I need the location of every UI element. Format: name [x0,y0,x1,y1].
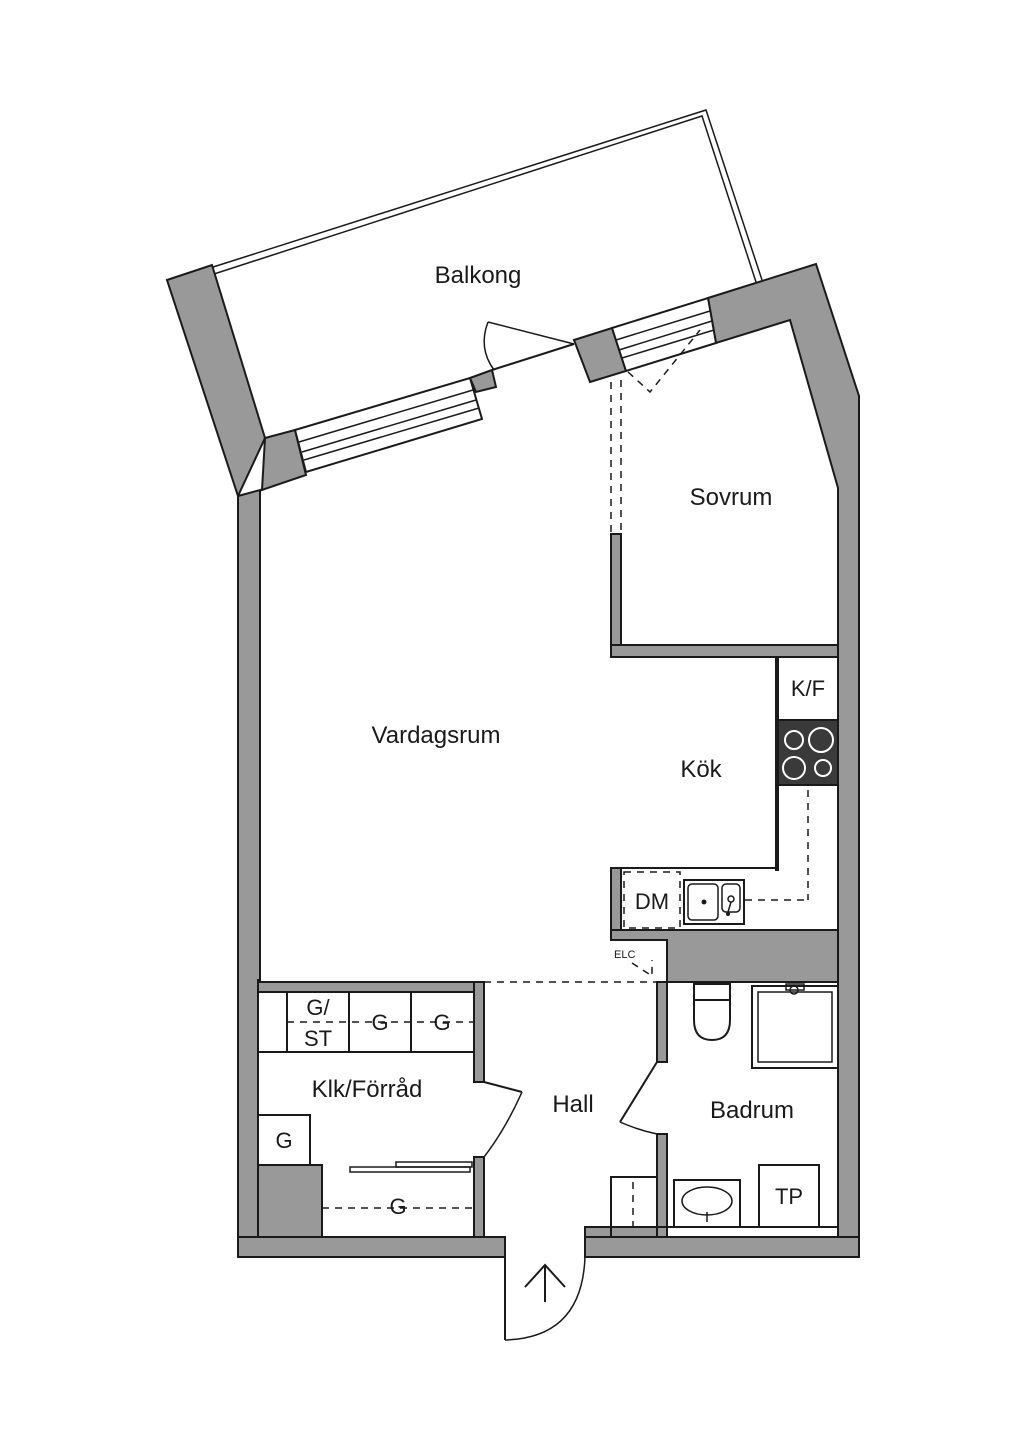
wall-left-outer [237,488,261,1258]
room-label-kitchen: Kök [680,756,722,783]
wall-bath-upper [656,981,668,1063]
stove-burner-icon [784,730,804,750]
room-label-balcony: Balkong [435,262,522,289]
stove-burner-icon [808,727,834,753]
room-label-living: Vardagsrum [372,722,501,749]
wardrobe-label: G [389,1194,406,1219]
room-labels: Balkong Sovrum Vardagsrum Kök Klk/Förråd… [312,262,794,1124]
wardrobe-label: G [275,1128,292,1153]
wardrobe-label: G [433,1010,450,1035]
dishwasher [623,871,681,929]
wall-closet-hall-lower [473,1156,485,1238]
shower [751,985,839,1069]
bedroom-wardrobe-lines [610,380,622,534]
hall-cabinet [610,1176,658,1238]
wash-basin [673,1179,741,1228]
wall-kitchen-floor [610,929,839,983]
wall-bedroom-bottom [610,644,839,658]
kitchen: K/F DM [621,656,839,929]
wall-closet-top [257,981,485,993]
dishwasher-label: DM [635,889,669,914]
stove-burner-icon [814,759,832,777]
wardrobe-small [257,1114,311,1166]
closet: G/ ST G G G G [257,992,523,1238]
wardrobe-drying-label-line1: G/ [306,995,330,1020]
walls [165,262,860,1258]
bathroom: TP [667,981,839,1228]
wall-bath-lower [656,1133,668,1228]
toilet-tank [693,983,731,1001]
wall-bottom-right [584,1236,860,1258]
wall-window-right-stub [468,368,498,394]
room-label-bathroom: Badrum [710,1097,794,1124]
wardrobe-drying-label-line2: ST [304,1026,332,1051]
balcony-outline [209,109,763,283]
electrical-cabinet-label: ELC [614,949,635,961]
toilet-bowl [693,998,731,1042]
windows [293,296,718,474]
room-label-closet: Klk/Förråd [312,1076,423,1103]
wall-bottom-left [237,1236,506,1258]
entrance-arrow-icon [524,1263,566,1288]
room-label-bedroom: Sovrum [690,484,773,511]
wall-bottom-right-step [584,1226,668,1238]
wardrobe-label: G [371,1010,388,1035]
wall-closet-corner [257,1164,323,1238]
wall-window-left-stub [260,428,308,492]
kitchen-sink [683,879,745,925]
window-living [293,376,484,474]
wall-bedroom-vertical [610,533,622,646]
washing-machine [758,1164,820,1228]
wall-kitchen-bottom [610,867,622,933]
washing-machine-label: TP [775,1184,803,1209]
fridge-freezer-label: K/F [791,676,825,701]
hall [504,1061,658,1341]
balcony-door [483,321,575,371]
room-label-hall: Hall [552,1091,593,1118]
wall-left-top [165,263,267,499]
wall-closet-hall-upper [473,981,485,1083]
stove-burner-icon [782,756,806,780]
electrical-cabinet: ELC [614,949,653,978]
